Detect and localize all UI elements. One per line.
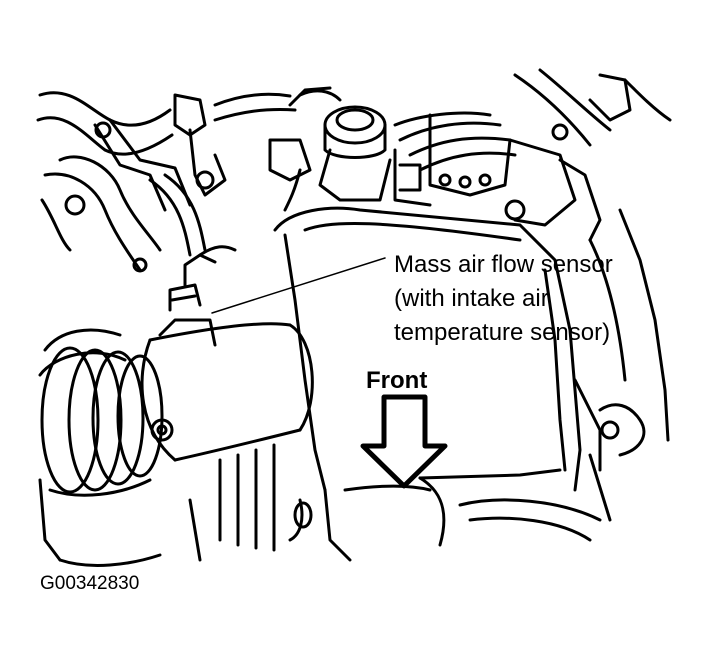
callout-leader-line	[211, 257, 386, 314]
air-cleaner-housing	[273, 206, 582, 562]
callout-line-3: temperature sensor)	[394, 319, 611, 346]
figure-id: G00342830	[40, 573, 140, 594]
callout-line-2: (with intake air	[394, 285, 549, 312]
front-direction-label: Front	[366, 367, 428, 394]
lower-components	[188, 443, 612, 562]
maf-sensor-body	[140, 245, 314, 462]
brake-master-cylinder	[268, 86, 392, 212]
right-fender-structures	[513, 68, 672, 472]
maf-sensor-callout: Mass air flow sensor (with intake air te…	[394, 253, 613, 355]
upper-left-hoses	[36, 91, 297, 273]
front-direction-arrow	[360, 394, 448, 489]
intake-duct-bellows	[38, 328, 164, 567]
abs-actuator-lines	[393, 111, 577, 227]
callout-line-1: Mass air flow sensor	[394, 251, 613, 278]
